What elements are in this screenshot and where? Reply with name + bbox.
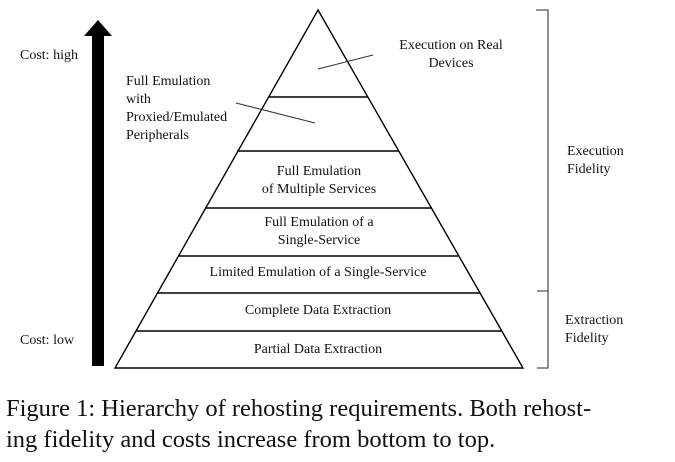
level-proxied-peripherals: Full Emulation with Proxied/Emulated Per… xyxy=(126,74,228,143)
leader-line-real-devices xyxy=(317,54,374,70)
pyramid-outline xyxy=(113,8,525,369)
level-multiple-services: Full Emulation of Multiple Services xyxy=(261,164,377,197)
extraction-fidelity-bracket xyxy=(537,291,549,369)
level-limited-emulation: Limited Emulation of a Single-Service xyxy=(209,265,427,280)
cost-low-label: Cost: low xyxy=(20,333,75,348)
level-real-devices: Execution on Real Devices xyxy=(399,38,503,71)
level-single-service: Full Emulation of a Single-Service xyxy=(264,215,374,248)
figure-caption: Figure 1: Hierarchy of rehosting require… xyxy=(6,395,592,453)
level-complete-extraction: Complete Data Extraction xyxy=(244,303,392,318)
execution-fidelity-bracket xyxy=(536,9,549,292)
level-partial-extraction: Partial Data Extraction xyxy=(253,342,383,357)
leader-line-peripherals xyxy=(235,102,316,124)
execution-fidelity-label: Execution Fidelity xyxy=(567,144,624,177)
cost-arrow-icon xyxy=(84,20,112,366)
cost-high-label: Cost: high xyxy=(20,48,78,63)
extraction-fidelity-label: Extraction Fidelity xyxy=(565,313,624,346)
